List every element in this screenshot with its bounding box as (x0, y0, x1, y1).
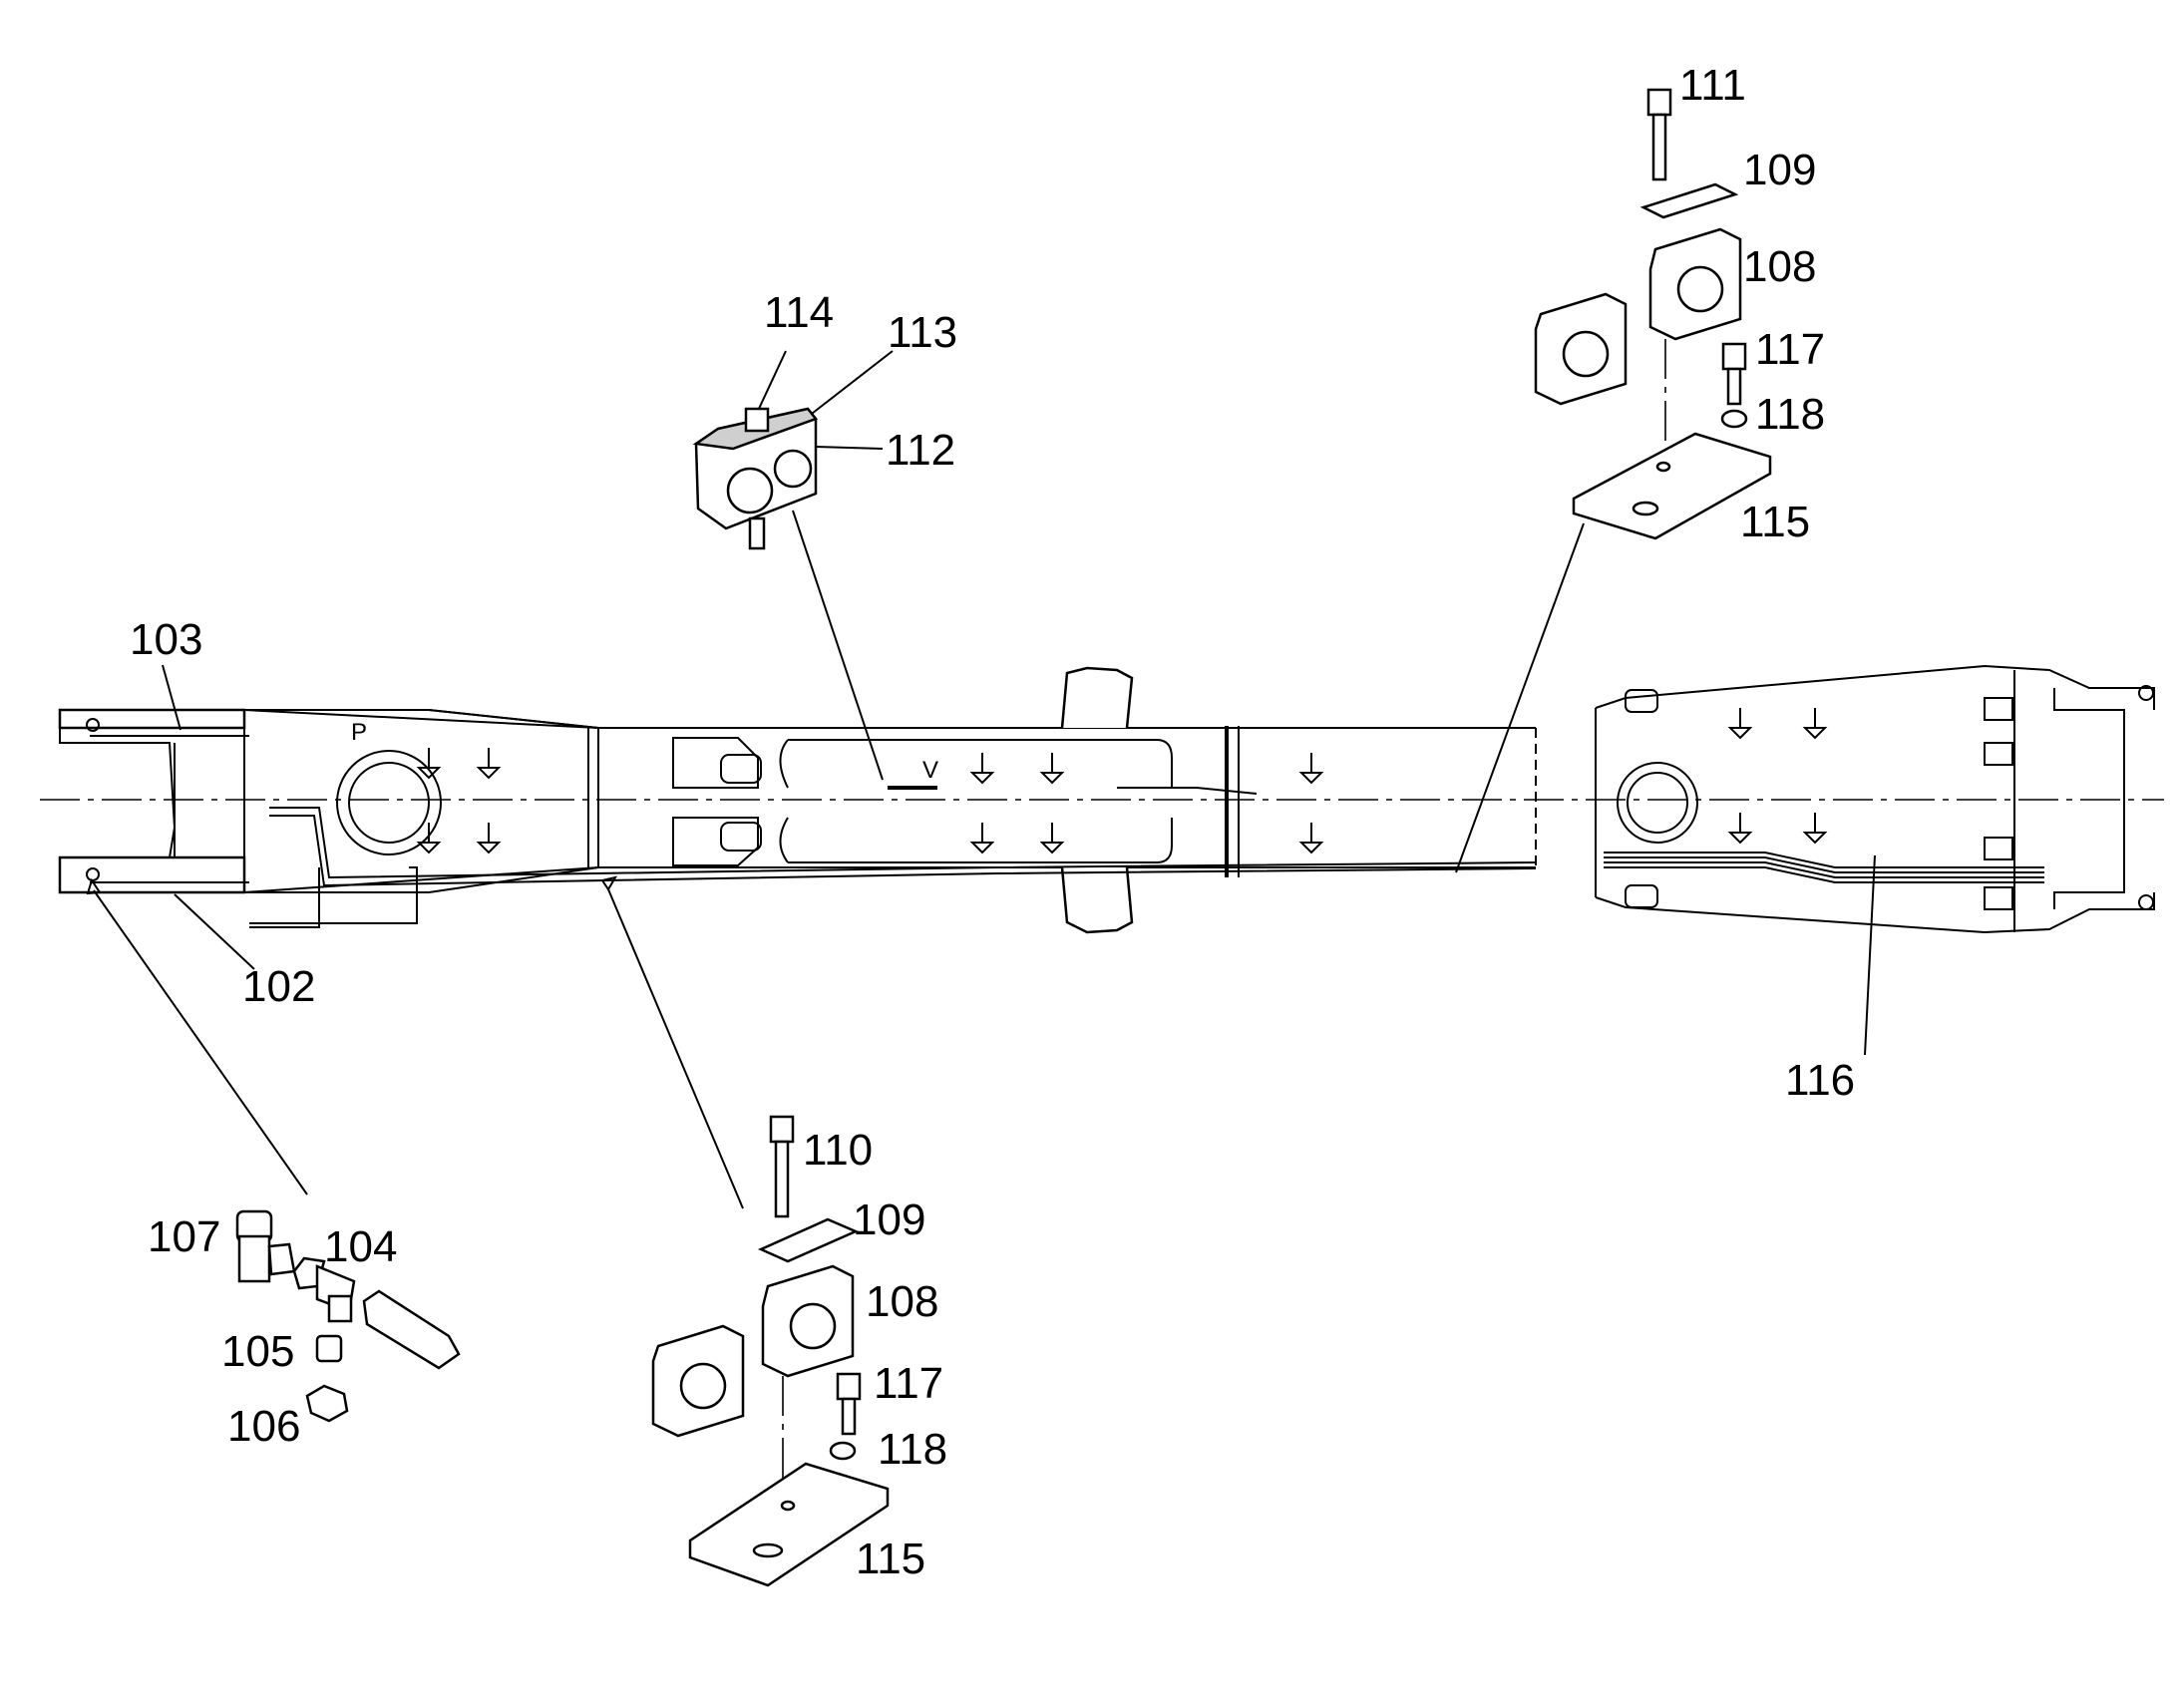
boom-left-fork (58, 708, 246, 894)
callout-109-upper: 109 (1743, 146, 1816, 194)
callout-116: 116 (1785, 1056, 1855, 1105)
callout-115-upper: 115 (1740, 498, 1810, 546)
callout-118-lower: 118 (878, 1425, 947, 1474)
boom-assembly: P V (40, 664, 2164, 934)
hose-lines (90, 735, 2044, 928)
callout-112: 112 (886, 426, 955, 475)
callout-111: 111 (1679, 61, 1746, 110)
callout-118-upper: 118 (1755, 390, 1825, 439)
boom-right-body (1595, 664, 2155, 934)
callout-102: 102 (242, 962, 315, 1011)
callout-104: 104 (324, 1222, 397, 1271)
clamp-set-upper-right (1534, 88, 1772, 540)
callout-labels: 103 102 107 104 105 106 114 113 112 111 … (130, 61, 1855, 1583)
boom-mid-body: V (598, 666, 1537, 934)
boom-brackets (416, 708, 1828, 854)
callout-115-lower: 115 (856, 1535, 925, 1583)
callout-108-lower: 108 (866, 1277, 938, 1326)
valve-mark: V (922, 757, 938, 784)
callout-108-upper: 108 (1743, 242, 1816, 291)
callout-105: 105 (221, 1327, 294, 1376)
callout-107: 107 (148, 1212, 220, 1261)
callout-114: 114 (764, 288, 834, 337)
clamp-assembly-top (692, 407, 819, 550)
callout-106: 106 (227, 1402, 300, 1451)
callout-117-lower: 117 (874, 1359, 943, 1408)
callout-113: 113 (888, 308, 957, 357)
callout-103: 103 (130, 615, 202, 664)
callout-110: 110 (803, 1126, 873, 1175)
fittings-group (235, 1209, 461, 1423)
boom-left-body: P (243, 709, 599, 893)
callout-117-upper: 117 (1755, 325, 1825, 374)
callout-109-lower: 109 (853, 1196, 925, 1244)
clamp-set-lower-center (651, 1115, 890, 1587)
leader-lines (86, 350, 1876, 1209)
pressure-mark: P (351, 719, 367, 746)
